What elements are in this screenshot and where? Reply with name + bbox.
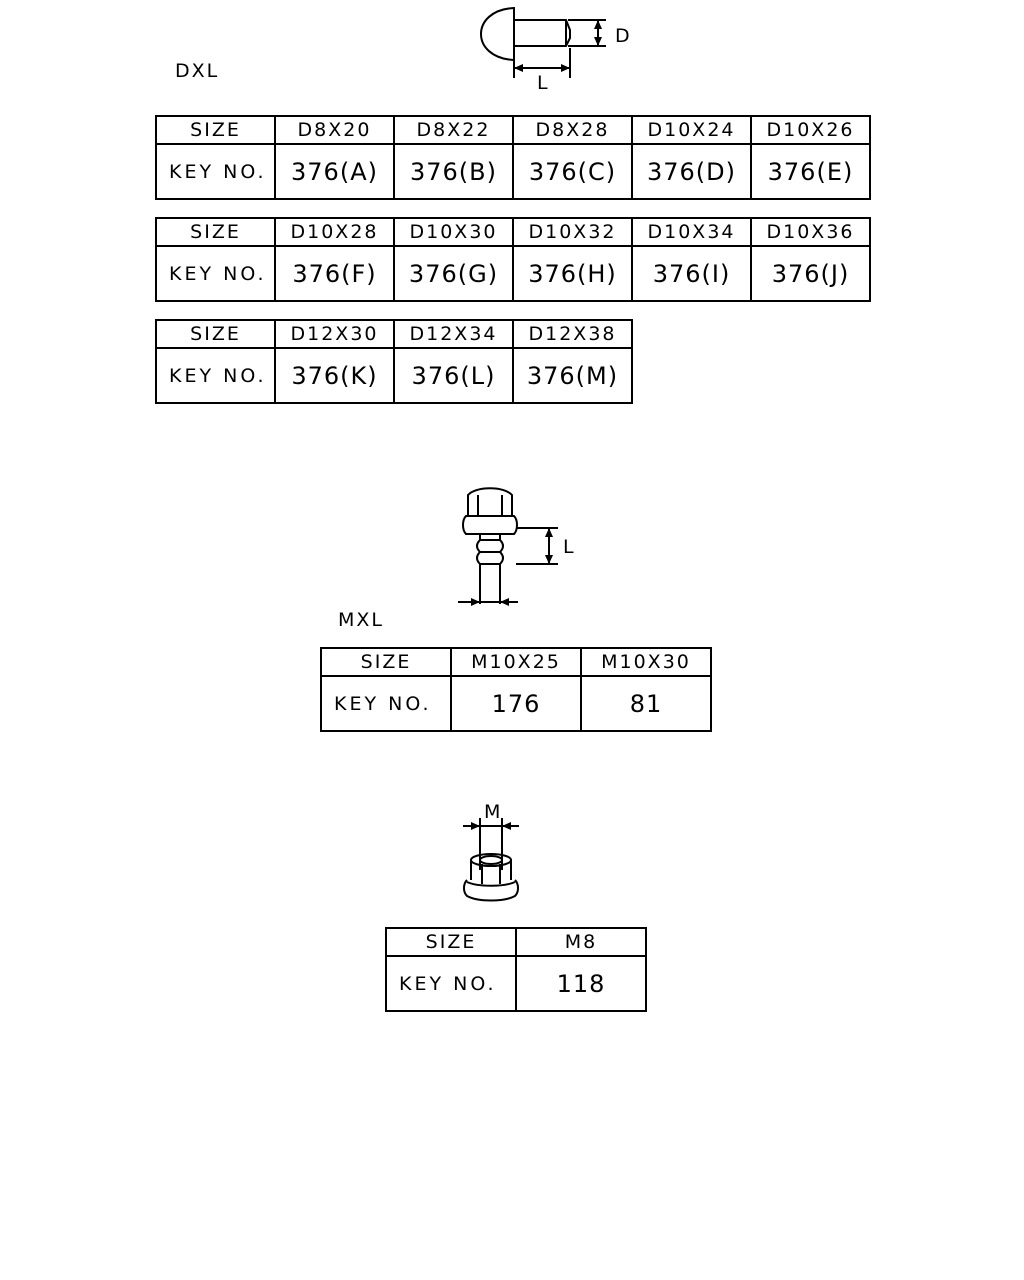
size-cell: D10X28 <box>274 217 395 247</box>
key-no-header: KEY NO. <box>155 143 276 200</box>
size-header: SIZE <box>320 647 452 677</box>
key-no-header: KEY NO. <box>320 675 452 732</box>
size-cell: D10X32 <box>512 217 633 247</box>
pin-diagram <box>480 0 640 100</box>
key-no-cell: 376(A) <box>274 143 395 200</box>
key-no-header: KEY NO. <box>155 347 276 404</box>
dimension-d-label: D <box>615 25 632 47</box>
size-cell: D10X30 <box>393 217 514 247</box>
dxl-table-3: SIZE D12X30 D12X34 D12X38 KEY NO. 376(K)… <box>155 319 633 404</box>
size-cell: D12X30 <box>274 319 395 349</box>
key-no-cell: 376(D) <box>631 143 752 200</box>
mxl-section-label: MXL <box>338 609 384 631</box>
key-no-cell: 376(M) <box>512 347 633 404</box>
mxl-table: SIZE M10X25 M10X30 KEY NO. 176 81 <box>320 647 712 732</box>
dxl-table-2: SIZE D10X28 D10X30 D10X32 D10X34 D10X36 … <box>155 217 871 302</box>
key-no-cell: 376(K) <box>274 347 395 404</box>
size-cell: D8X22 <box>393 115 514 145</box>
size-cell: D12X34 <box>393 319 514 349</box>
key-no-cell: 376(E) <box>750 143 871 200</box>
size-cell: D12X38 <box>512 319 633 349</box>
key-no-header: KEY NO. <box>385 955 517 1012</box>
size-cell: D10X24 <box>631 115 752 145</box>
size-header: SIZE <box>155 319 276 349</box>
size-cell: M10X30 <box>580 647 712 677</box>
size-cell: D10X36 <box>750 217 871 247</box>
size-cell: D8X28 <box>512 115 633 145</box>
key-no-cell: 376(I) <box>631 245 752 302</box>
dxl-table-1: SIZE D8X20 D8X22 D8X28 D10X24 D10X26 KEY… <box>155 115 871 200</box>
size-cell: M10X25 <box>450 647 582 677</box>
key-no-cell: 376(G) <box>393 245 514 302</box>
size-header: SIZE <box>385 927 517 957</box>
size-header: SIZE <box>155 217 276 247</box>
size-cell: D10X26 <box>750 115 871 145</box>
key-no-cell: 376(J) <box>750 245 871 302</box>
key-no-cell: 376(F) <box>274 245 395 302</box>
key-no-cell: 81 <box>580 675 712 732</box>
key-no-header: KEY NO. <box>155 245 276 302</box>
key-no-cell: 118 <box>515 955 647 1012</box>
dimension-l-label: L <box>563 536 576 558</box>
nut-table: SIZE M8 KEY NO. 118 <box>385 927 647 1012</box>
size-cell: M8 <box>515 927 647 957</box>
key-no-cell: 176 <box>450 675 582 732</box>
nut-diagram <box>455 800 535 910</box>
key-no-cell: 376(C) <box>512 143 633 200</box>
dimension-m-label: M <box>484 801 503 823</box>
key-no-cell: 376(B) <box>393 143 514 200</box>
key-no-cell: 376(L) <box>393 347 514 404</box>
bolt-diagram <box>440 480 590 606</box>
size-header: SIZE <box>155 115 276 145</box>
size-cell: D8X20 <box>274 115 395 145</box>
size-cell: D10X34 <box>631 217 752 247</box>
dimension-l-label: L <box>537 72 550 94</box>
dxl-section-label: DXL <box>175 60 220 82</box>
key-no-cell: 376(H) <box>512 245 633 302</box>
